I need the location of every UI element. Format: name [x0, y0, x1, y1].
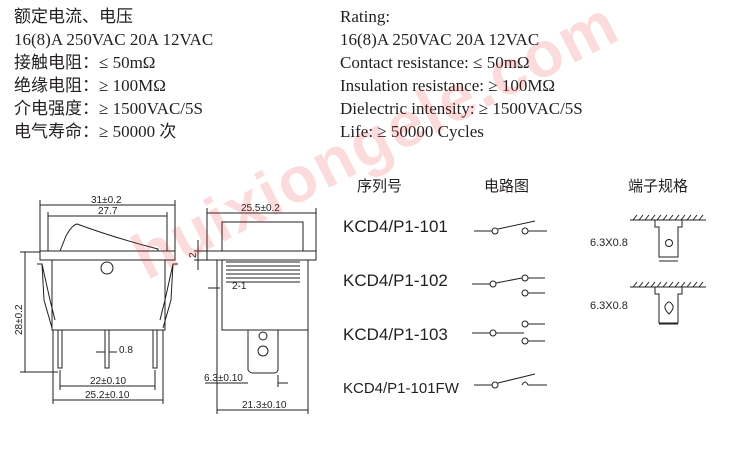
spec-en-rating-values: 16(8)A 250VAC 20A 12VAC — [340, 30, 540, 49]
terminal-spec-2 — [630, 281, 706, 325]
spec-en-dielectric: Dielectric intensity: ≥ 1500VAC/5S — [340, 99, 583, 118]
model-101: KCD4/P1-101 — [343, 217, 448, 236]
side-view — [194, 208, 317, 414]
spec-en-rating: Rating: — [340, 7, 391, 26]
dim-side-wall: 2-1 — [232, 281, 247, 292]
spec-cn-life: 电气寿命：≥ 50000 次 — [14, 122, 177, 141]
spec-en-contact: Contact resistance: ≤ 50mΩ — [340, 53, 530, 72]
dim-front-inner: 27.7 — [98, 206, 118, 217]
dim-side-flange: 2 — [188, 252, 199, 258]
spec-en-insulation: Insulation resistance: ≥ 100MΩ — [340, 76, 556, 95]
dim-front-pitch-outer: 25.2±0.10 — [85, 390, 130, 401]
header-circuit: 电路图 — [484, 177, 530, 195]
dim-front-pin: 0.8 — [119, 345, 133, 356]
dim-side-width: 25.5±0.2 — [241, 203, 280, 214]
circuit-103 — [472, 320, 545, 345]
terminal-spec-1 — [630, 214, 706, 262]
dim-front-width: 31±0.2 — [91, 195, 122, 206]
model-101fw: KCD4/P1-101FW — [343, 380, 459, 397]
model-103: KCD4/P1-103 — [343, 325, 448, 344]
circuit-101fw — [474, 373, 547, 389]
terminal-size-2: 6.3X0.8 — [590, 300, 628, 312]
dim-side-tab: 6.3±0.10 — [204, 373, 243, 384]
dim-front-pitch-inner: 22±0.10 — [90, 376, 127, 387]
model-102: KCD4/P1-102 — [343, 271, 448, 290]
spec-cn-insulation: 绝缘电阻：≥ 100MΩ — [14, 76, 166, 95]
spec-en-life: Life: ≥ 50000 Cycles — [340, 122, 484, 141]
header-model: 序列号 — [357, 177, 403, 195]
circuit-102 — [472, 274, 545, 297]
dim-front-height: 28±0.2 — [14, 304, 25, 335]
circuit-101 — [474, 220, 547, 235]
spec-cn-rating: 额定电流、电压 — [14, 7, 133, 26]
terminal-size-1: 6.3X0.8 — [590, 237, 628, 249]
spec-cn-dielectric: 介电强度：≥ 1500VAC/5S — [14, 99, 203, 118]
front-view — [20, 200, 178, 404]
spec-cn-contact: 接触电阻：≤ 50mΩ — [14, 53, 156, 72]
header-terminal: 端子规格 — [628, 177, 689, 195]
dim-side-depth: 21.3±0.10 — [242, 400, 287, 411]
spec-cn-rating-values: 16(8)A 250VAC 20A 12VAC — [14, 30, 214, 49]
